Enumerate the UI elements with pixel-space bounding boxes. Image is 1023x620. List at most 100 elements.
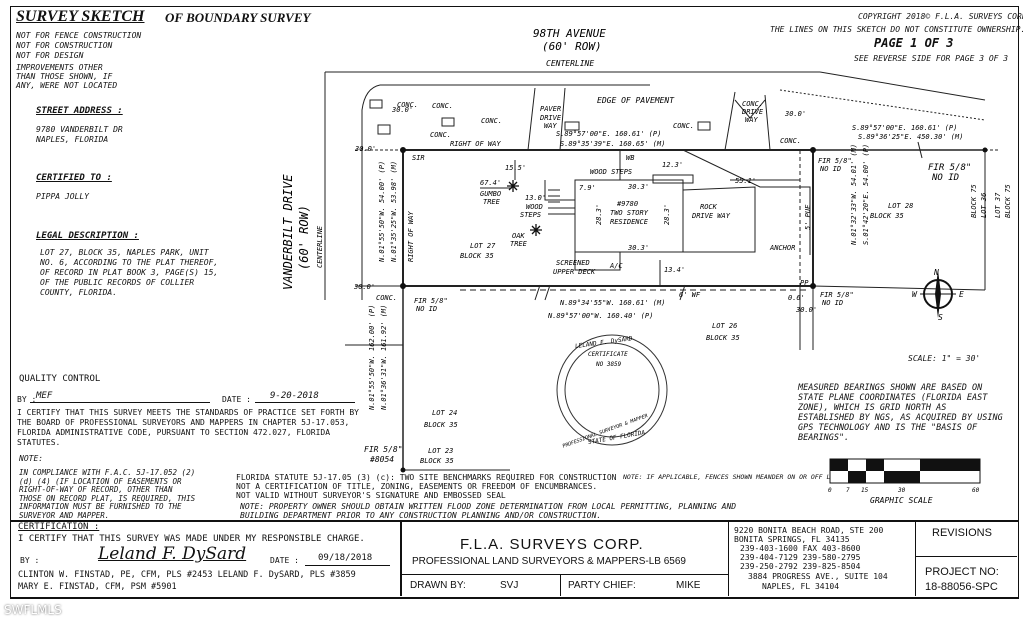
dim-674: 67.4' xyxy=(480,179,501,187)
lot36-label: LOT 36 xyxy=(980,193,988,218)
street-line1: 9780 VANDERBILT DR xyxy=(36,125,123,134)
certify-standards: I CERTIFY THAT THIS SURVEY MEETS THE STA… xyxy=(17,408,359,447)
statute-line1: FLORIDA STATUTE 5J-17.05 (3) (c): TWO SI… xyxy=(236,473,617,482)
scale-tick-4: 60 xyxy=(972,487,980,494)
bearing-right-m: N.01°32'33"W. 54.01' (M) xyxy=(850,144,858,246)
cert-date-label: DATE : xyxy=(270,556,299,565)
bearing-left-m: N.01°35'25"W. 53.98' (M) xyxy=(390,161,398,263)
paver-way: WAY xyxy=(544,122,557,130)
residence-number: #9780 xyxy=(616,200,638,208)
quality-heading: QUALITY CONTROL xyxy=(19,374,101,384)
conc-5: CONC. xyxy=(673,122,694,130)
legal-line1: LOT 27, BLOCK 35, NAPLES PARK, UNIT xyxy=(40,248,209,257)
row-top: RIGHT OF WAY xyxy=(450,140,501,148)
addr-line7: NAPLES, FL 34104 xyxy=(762,582,840,591)
reverse-note: SEE REVERSE SIDE FOR PAGE 3 OF 3 xyxy=(854,54,1009,63)
qc-by-value: MEF xyxy=(36,391,53,401)
paver-label: PAVER xyxy=(540,105,561,113)
ownership-notice: THE LINES ON THIS SKETCH DO NOT CONSTITU… xyxy=(770,25,1023,34)
sir-label: SIR xyxy=(412,154,425,162)
conc-drive-label: CONC. xyxy=(742,100,763,108)
qc-date-line xyxy=(255,402,355,403)
title-block xyxy=(10,520,1019,599)
scale-tick-2: 15 xyxy=(861,487,869,494)
noid-botright: NO ID xyxy=(821,299,843,307)
disclaimer-4: IMPROVEMENTS OTHER xyxy=(16,63,103,72)
anchor-label: ANCHOR xyxy=(769,244,795,252)
upper-deck-label: UPPER DECK xyxy=(553,268,596,276)
company-name: F.L.A. SURVEYS CORP. xyxy=(460,536,644,553)
gumbo-label: GUMBO xyxy=(480,190,501,198)
street-top-row: (60' ROW) xyxy=(542,40,602,53)
lot36-block: BLOCK 75 xyxy=(970,184,978,218)
page-number: PAGE 1 OF 3 xyxy=(874,36,954,50)
cert-by-label: BY : xyxy=(20,556,40,565)
drawn-value: SVJ xyxy=(500,580,519,591)
qc-date-value: 9-20-2018 xyxy=(270,391,319,401)
centerline-left: CENTERLINE xyxy=(316,225,324,268)
dim-155: 15.5' xyxy=(505,164,526,172)
divider-drawn xyxy=(400,574,728,575)
addr-line3: 239-403-1600 FAX 403-8600 xyxy=(740,544,861,553)
scale-tick-3: 30 xyxy=(897,487,906,494)
dim-283: 28.3' xyxy=(595,204,603,225)
conc-3: CONC. xyxy=(430,131,451,139)
conc-7: CONC. xyxy=(376,294,397,302)
bearing-right-p: S.01°42'20"E. 54.00' (P) xyxy=(862,144,870,245)
disclaimer-3: NOT FOR DESIGN xyxy=(16,51,84,60)
legal-heading: LEGAL DESCRIPTION : xyxy=(36,231,139,241)
legal-line3: OF RECORD IN PLAT BOOK 3, PAGE(S) 15, xyxy=(40,268,219,277)
bearing-far-p: S.89°57'00"E. 160.61' (P) xyxy=(852,124,957,132)
watermark: SWFLMLS xyxy=(4,603,62,617)
project-label: PROJECT NO: xyxy=(925,566,999,578)
cert-line2: MARY E. FINSTAD, CFM, PSM #5901 xyxy=(18,582,177,592)
bearing-lot-p: N.01°55'50"W. 162.00' (P) xyxy=(368,305,376,411)
legal-line5: COUNTY, FLORIDA. xyxy=(40,288,118,297)
pp-label: PP xyxy=(800,279,809,287)
cert-text: I CERTIFY THAT THIS SURVEY WAS MADE UNDE… xyxy=(18,534,365,544)
disclaimer-2: NOT FOR CONSTRUCTION xyxy=(16,41,113,50)
bearing-lot-m: N.01°36'31"W. 161.92' (M) xyxy=(380,305,388,411)
scale-text: SCALE: 1" = 30' xyxy=(908,354,981,363)
sheet-border xyxy=(10,6,1019,598)
divider-chief xyxy=(560,574,561,596)
conc-2: CONC. xyxy=(432,102,453,110)
svg-text:E: E xyxy=(959,290,964,299)
street-top: 98TH AVENUE xyxy=(533,27,606,40)
dim-123: 12.3' xyxy=(662,161,683,169)
wf-label: 6' WF xyxy=(679,291,701,299)
revisions-label: REVISIONS xyxy=(932,527,992,539)
disclaimer-6: ANY, WERE NOT LOCATED xyxy=(16,81,118,90)
dim-283b: 28.3' xyxy=(663,204,671,225)
noid-botleft: NO ID xyxy=(415,305,437,313)
dim-300-a: 30.0' xyxy=(391,106,413,114)
paver-drive: DRIVE xyxy=(539,114,562,122)
svg-text:N: N xyxy=(933,268,939,277)
street-left: VANDERBILT DRIVE xyxy=(281,174,295,290)
lot24-block: BLOCK 35 xyxy=(424,421,458,429)
fir-botleft: FIR 5/8" xyxy=(414,297,448,305)
cert-heading: CERTIFICATION : xyxy=(18,522,100,532)
row-left: RIGHT OF WAY xyxy=(407,211,415,262)
title-sub: OF BOUNDARY SURVEY xyxy=(165,10,311,25)
statute-line4: NOTE: PROPERTY OWNER SHOULD OBTAIN WRITT… xyxy=(240,502,737,511)
divider-rev xyxy=(915,520,916,596)
wood-label: WOOD xyxy=(526,203,543,211)
chief-label: PARTY CHIEF: xyxy=(568,580,636,591)
lot26-block: BLOCK 35 xyxy=(706,334,740,342)
gumbo-tree: TREE xyxy=(483,198,501,206)
seal-cert: CERTIFICATE xyxy=(588,351,628,358)
dim-300-c: 30.0' xyxy=(784,110,806,118)
conc-6: CONC. xyxy=(780,137,801,145)
noid-topright: NO ID xyxy=(819,165,841,173)
bearing-left-p: N.01°55'50"W. 54.00' (P) xyxy=(378,161,386,263)
svg-text:S: S xyxy=(938,313,943,322)
lot26-label: LOT 26 xyxy=(712,322,737,330)
cert-line1: CLINTON W. FINSTAD, PE, CFM, PLS #2453 L… xyxy=(18,570,356,580)
qc-by-label: BY : xyxy=(17,395,37,404)
dim-06: 0.6' xyxy=(788,294,805,302)
statute-line1b: NOTE: IF APPLICABLE, FENCES SHOWN MEANDE… xyxy=(623,473,944,481)
certified-name: PIPPA JOLLY xyxy=(36,192,89,201)
rock-label: ROCK xyxy=(700,203,718,211)
dim-551: 55.1' xyxy=(735,177,756,185)
